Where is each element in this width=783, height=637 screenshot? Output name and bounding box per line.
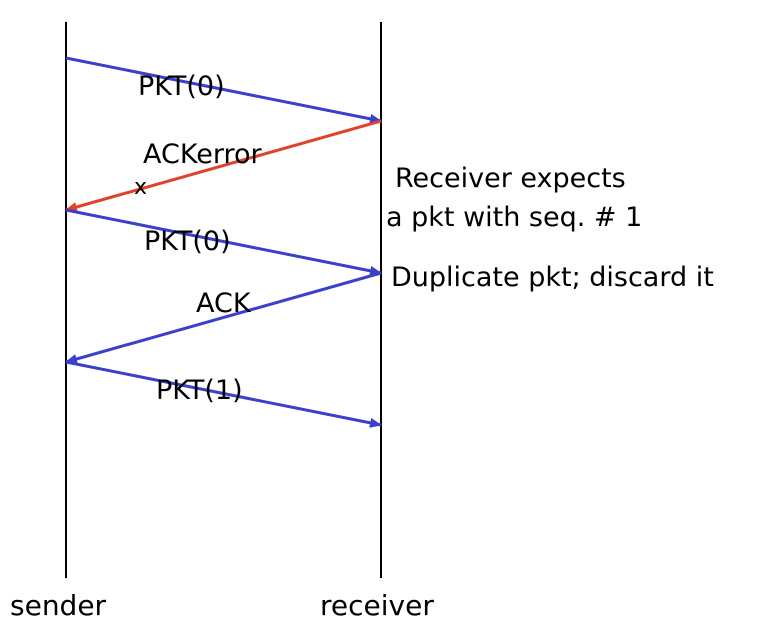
ack-error-arrow (65, 119, 382, 212)
receiver-label: receiver (320, 589, 434, 622)
pkt1-arrow (65, 360, 382, 428)
pkt0-retransmit-arrow (65, 208, 382, 276)
ack-arrow (65, 271, 382, 364)
pkt0-label: PKT(0) (138, 71, 225, 102)
note-receiver-expects: Receiver expects (395, 163, 626, 194)
sender-label: sender (10, 589, 107, 622)
pkt1-label: PKT(1) (156, 375, 243, 406)
pkt0-arrow (65, 56, 382, 124)
note-seq-number: a pkt with seq. # 1 (386, 202, 643, 233)
note-duplicate: Duplicate pkt; discard it (391, 262, 714, 293)
pkt0-retransmit-label: PKT(0) (144, 226, 231, 257)
error-x-icon: x (134, 175, 148, 200)
ack-label: ACK (196, 288, 251, 319)
ack-error-label: ACKerror (143, 139, 262, 170)
